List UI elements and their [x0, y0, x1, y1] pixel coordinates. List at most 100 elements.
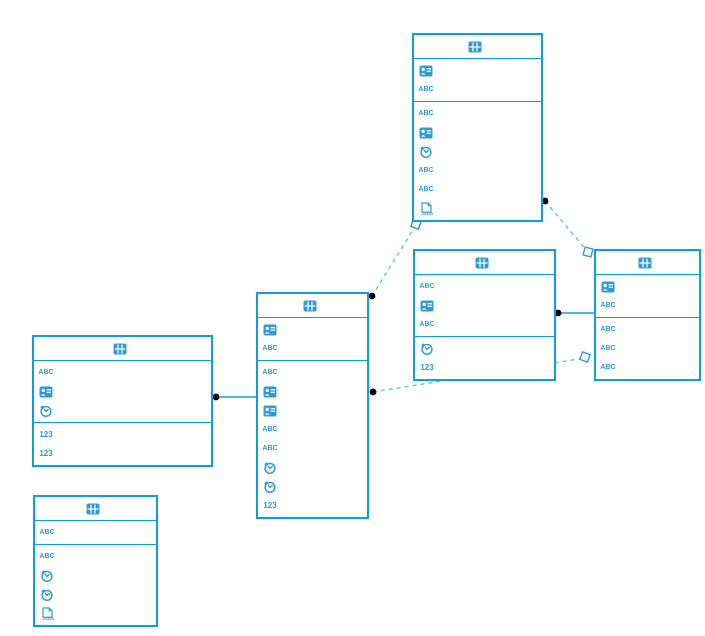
column-row-vehicles-current_location[interactable]: ABC — [414, 180, 541, 199]
datetime-type-icon — [261, 461, 279, 475]
column-row-rides-start_time[interactable] — [258, 458, 367, 477]
column-row-users-name[interactable]: ABC — [596, 320, 699, 339]
column-row-user_promo_codes-city[interactable]: ABC — [415, 277, 554, 296]
entity-header-users[interactable] — [596, 251, 699, 275]
column-row-vehicle_location_histories-timestamp[interactable] — [34, 401, 211, 420]
column-row-vehicle_location_histories-lat[interactable]: 123 — [34, 425, 211, 444]
column-row-vehicle_location_histories-ride_id[interactable] — [34, 382, 211, 401]
entity-header-rides[interactable] — [258, 294, 367, 318]
column-row-vehicle_location_histories-long[interactable]: 123 — [34, 444, 211, 463]
column-row-promo_codes-creation_time[interactable] — [35, 566, 156, 585]
column-row-vehicle_location_histories-city[interactable]: ABC — [34, 363, 211, 382]
text-type-icon: ABC — [600, 302, 616, 309]
text-type-icon: ABC — [419, 283, 435, 290]
table-icon — [468, 40, 482, 54]
column-row-promo_codes-code[interactable]: ABC — [35, 523, 156, 542]
column-row-rides-revenue[interactable]: 123 — [258, 496, 367, 515]
column-row-rides-id[interactable] — [258, 320, 367, 339]
column-row-promo_codes-rules[interactable]: JSON — [35, 604, 156, 623]
id-badge-icon — [261, 323, 279, 337]
column-row-rides-start_address[interactable]: ABC — [258, 420, 367, 439]
relation-user_promo_codes-users — [554, 309, 595, 317]
entity-users[interactable]: ABC ABC ABC ABC — [594, 249, 701, 381]
text-type-icon: ABC — [418, 167, 434, 174]
column-row-promo_codes-description[interactable]: ABC — [35, 547, 156, 566]
number-type-icon: 123 — [39, 429, 53, 439]
column-row-vehicles-creation_time[interactable] — [414, 142, 541, 161]
entity-user_promo_codes[interactable]: ABC ABC 123 — [413, 249, 556, 381]
relation-vehicles-users — [541, 197, 594, 258]
column-row-promo_codes-expiration_time[interactable] — [35, 585, 156, 604]
column-row-rides-end_time[interactable] — [258, 477, 367, 496]
table-icon — [303, 299, 317, 313]
entity-header-vehicle_location_histories[interactable] — [34, 337, 211, 361]
datetime-type-icon — [417, 145, 435, 159]
text-type-icon: ABC — [419, 321, 435, 328]
column-row-rides-city[interactable]: ABC — [258, 339, 367, 358]
text-type-icon: ABC — [418, 86, 434, 93]
column-row-rides-vehicle_city[interactable]: ABC — [258, 363, 367, 382]
primary-key-section: ABC — [34, 361, 211, 423]
column-row-user_promo_codes-user_id[interactable] — [415, 296, 554, 315]
primary-key-section: ABC — [596, 275, 699, 318]
column-row-users-city[interactable]: ABC — [596, 296, 699, 315]
text-type-icon: ABC — [262, 426, 278, 433]
columns-section: ABC ABC ABC — [596, 318, 699, 379]
column-row-user_promo_codes-code[interactable]: ABC — [415, 315, 554, 334]
number-type-icon: 123 — [263, 500, 277, 510]
column-row-rides-vehicle_id[interactable] — [258, 401, 367, 420]
relation-endpoint-dot — [368, 292, 376, 300]
column-row-users-credit_card[interactable]: ABC — [596, 358, 699, 377]
text-type-icon: ABC — [39, 553, 55, 560]
datetime-type-icon — [38, 569, 56, 583]
svg-text:JSON: JSON — [42, 616, 54, 621]
column-row-vehicles-status[interactable]: ABC — [414, 161, 541, 180]
columns-section: ABC ABC ABC 123 — [258, 361, 367, 517]
id-badge-icon — [37, 385, 55, 399]
text-type-icon: ABC — [39, 529, 55, 536]
column-row-rides-rider_id[interactable] — [258, 382, 367, 401]
text-type-icon: ABC — [600, 345, 616, 352]
column-row-vehicles-city[interactable]: ABC — [414, 80, 541, 99]
relation-line — [544, 200, 589, 253]
column-row-rides-end_address[interactable]: ABC — [258, 439, 367, 458]
text-type-icon: ABC — [38, 369, 54, 376]
text-type-icon: ABC — [418, 110, 434, 117]
column-row-users-id[interactable] — [596, 277, 699, 296]
entity-header-promo_codes[interactable] — [35, 497, 156, 521]
entity-promo_codes[interactable]: ABC ABC JSON — [33, 495, 158, 627]
id-badge-icon — [599, 280, 617, 294]
relation-line — [371, 224, 417, 297]
relation-endpoint-dot — [369, 388, 377, 396]
datetime-type-icon — [418, 342, 436, 356]
text-type-icon: ABC — [262, 345, 278, 352]
entity-rides[interactable]: ABC ABC ABC ABC 123 — [256, 292, 369, 519]
json-type-icon: JSON — [417, 201, 435, 216]
primary-key-section: ABC ABC — [415, 275, 554, 337]
relation-endpoint-diamond — [582, 246, 594, 258]
entity-vehicles[interactable]: ABC ABC ABC ABC JSON — [412, 33, 543, 222]
column-row-vehicles-type[interactable]: ABC — [414, 104, 541, 123]
primary-key-section: ABC — [35, 521, 156, 545]
entity-header-user_promo_codes[interactable] — [415, 251, 554, 275]
id-badge-icon — [418, 299, 436, 313]
table-icon — [86, 502, 100, 516]
column-row-user_promo_codes-usage_count[interactable]: 123 — [415, 358, 554, 377]
table-icon — [475, 256, 489, 270]
entity-vehicle_location_histories[interactable]: ABC 123 123 — [32, 335, 213, 467]
column-row-user_promo_codes-timestamp[interactable] — [415, 339, 554, 358]
column-row-vehicles-id[interactable] — [414, 61, 541, 80]
id-badge-icon — [261, 385, 279, 399]
datetime-type-icon — [261, 480, 279, 494]
relation-endpoint-dot — [212, 393, 220, 401]
column-row-users-address[interactable]: ABC — [596, 339, 699, 358]
column-row-vehicles-ext[interactable]: JSON — [414, 199, 541, 218]
columns-section: ABC ABC ABC JSON — [414, 102, 541, 220]
number-type-icon: 123 — [420, 362, 434, 372]
entity-header-vehicles[interactable] — [414, 35, 541, 59]
primary-key-section: ABC — [258, 318, 367, 361]
json-type-icon: JSON — [38, 606, 56, 621]
columns-section: ABC JSON — [35, 545, 156, 625]
column-row-vehicles-owner_id[interactable] — [414, 123, 541, 142]
